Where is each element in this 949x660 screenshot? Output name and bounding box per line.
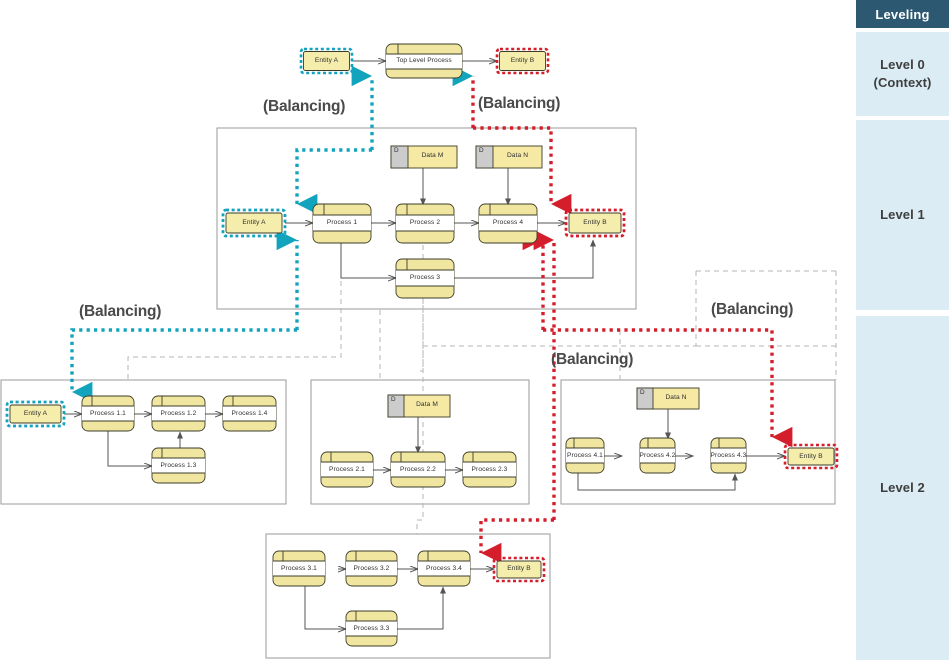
node-l2-process-3-1[interactable] — [272, 550, 326, 587]
node-l0-entity-b[interactable] — [495, 47, 550, 75]
balancing-flow-red — [452, 65, 793, 564]
node-l1-process-1[interactable] — [312, 203, 372, 244]
node-l2-process-2-3[interactable] — [462, 451, 517, 488]
balancing-flow-cyan — [70, 65, 374, 403]
node-l2-process-4-2[interactable] — [639, 437, 676, 474]
node-l2-entity-b-panel4[interactable] — [783, 443, 839, 470]
node-l1-entity-a[interactable] — [221, 208, 287, 238]
dfd-diagram-canvas: Entity A Top Level Process Entity B Enti… — [0, 43, 839, 659]
dfd-vector-layer — [0, 43, 839, 659]
node-l2-process-4-1[interactable] — [565, 437, 605, 474]
node-l0-top-level-process[interactable] — [385, 43, 463, 79]
label-l2-datastore-m-marker: D — [391, 396, 396, 403]
node-l1-datastore-data-m[interactable] — [390, 145, 458, 169]
node-l2-process-3-2[interactable] — [345, 550, 398, 587]
balancing-label-right-mid: (Balancing) — [711, 301, 794, 318]
node-l1-process-3[interactable] — [395, 258, 455, 299]
leveling-cell-level-1[interactable]: Level 1 — [856, 120, 949, 310]
label-l2-datastore-n-marker: D — [640, 389, 645, 396]
node-l2-process-1-2[interactable] — [151, 395, 206, 432]
node-l2-process-2-1[interactable] — [320, 451, 374, 488]
node-l2-process-1-3[interactable] — [151, 447, 206, 484]
balancing-label-left-top: (Balancing) — [263, 98, 346, 115]
node-l1-process-4[interactable] — [478, 203, 538, 244]
node-l0-entity-a[interactable] — [299, 47, 354, 75]
balancing-label-center-mid: (Balancing) — [551, 351, 634, 368]
level2-panel2-flows — [373, 417, 463, 470]
label-l1-datastore-m-marker: D — [394, 147, 399, 154]
label-l1-datastore-n-marker: D — [479, 147, 484, 154]
node-l2-process-1-1[interactable] — [81, 395, 135, 432]
level1-panel-border — [216, 127, 637, 310]
level1-flows — [285, 168, 596, 278]
leveling-cell-level-2[interactable]: Level 2 — [856, 316, 949, 660]
node-l2-entity-a[interactable] — [5, 400, 66, 428]
node-l2-process-2-2[interactable] — [390, 451, 446, 488]
level2-panel3-flows — [304, 569, 494, 629]
node-l1-process-2[interactable] — [395, 203, 455, 244]
level2-panel4-flows — [577, 403, 785, 491]
node-l2-datastore-data-n[interactable] — [636, 387, 700, 410]
node-l1-datastore-data-n[interactable] — [475, 145, 543, 169]
balancing-label-right-top: (Balancing) — [478, 95, 561, 112]
node-l2-datastore-data-m[interactable] — [387, 394, 451, 418]
leveling-cell-level-0[interactable]: Level 0 (Context) — [856, 32, 949, 116]
level2-panel-borders — [0, 379, 836, 659]
node-l2-process-1-4[interactable] — [222, 395, 277, 432]
node-l1-entity-b[interactable] — [564, 208, 626, 238]
node-l2-entity-b-panel3[interactable] — [492, 556, 546, 583]
balancing-label-left-mid: (Balancing) — [79, 303, 162, 320]
leveling-header: Leveling — [856, 0, 949, 28]
node-l2-process-3-4[interactable] — [417, 550, 471, 587]
node-l2-process-4-3[interactable] — [710, 437, 747, 474]
node-l2-process-3-3[interactable] — [345, 610, 398, 647]
leveling-sidebar: Leveling Level 0 (Context) Level 1 Level… — [856, 0, 949, 660]
